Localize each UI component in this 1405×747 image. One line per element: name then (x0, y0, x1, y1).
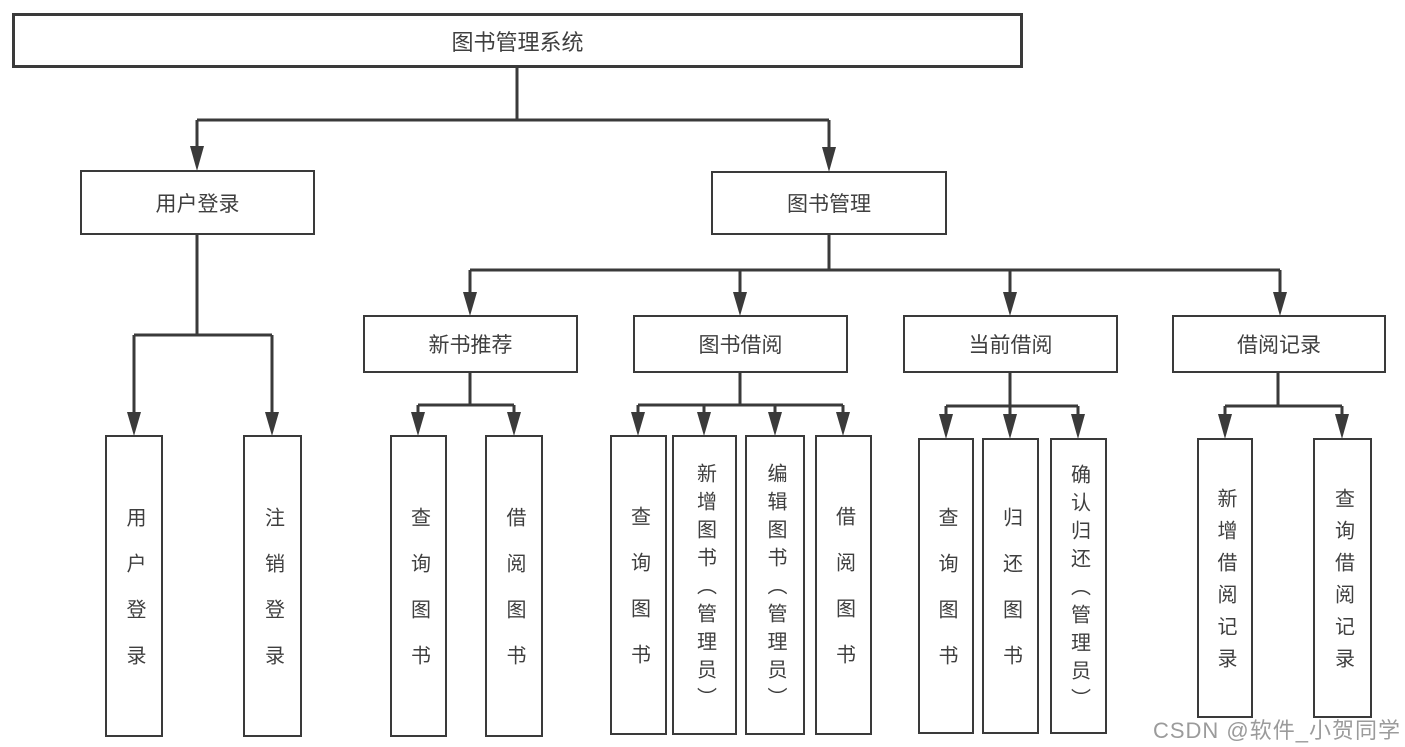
node-label: 当前借阅 (968, 334, 1053, 357)
node-new-book-recommend: 新书推荐 (363, 315, 578, 373)
arrowhead (1003, 292, 1017, 316)
node-leaf-borrowing-borrow-books: 借阅图书 (815, 435, 872, 735)
arrowhead (768, 412, 782, 436)
watermark: CSDN @软件_小贺同学 (1152, 718, 1401, 743)
connector-current-borrowing-children (939, 373, 1085, 439)
node-borrowing-records: 借阅记录 (1172, 315, 1386, 373)
connector-borrowing-records-children (1218, 373, 1349, 439)
node-leaf-user-login: 用户登录 (105, 435, 163, 737)
arrowhead (190, 146, 204, 171)
arrowhead (822, 147, 836, 172)
node-label: 借阅图书 (832, 506, 855, 690)
node-label: 确认归还（管理员） (1067, 464, 1090, 716)
connector-new-book-recommend-children (411, 373, 521, 436)
node-leaf-edit-books-admin: 编辑图书（管理员） (745, 435, 805, 735)
arrowhead (1335, 414, 1349, 439)
node-leaf-recommend-query-books: 查询图书 (390, 435, 447, 737)
connector-book-management-children (463, 235, 1287, 316)
node-label: 新增借阅记录 (1214, 488, 1236, 680)
node-label: 查询借阅记录 (1331, 488, 1354, 680)
arrowhead (411, 412, 425, 436)
arrowhead (127, 412, 141, 436)
node-label: 新增图书（管理员） (693, 463, 716, 715)
arrowhead (697, 412, 711, 436)
node-leaf-logout: 注销登录 (243, 435, 302, 737)
node-label: 借阅记录 (1237, 334, 1321, 357)
arrowhead (507, 412, 521, 436)
node-label: 查询图书 (627, 506, 650, 690)
connector-root-to-level2 (190, 68, 836, 172)
node-book-management: 图书管理 (711, 171, 947, 235)
node-label: 图书管理 (787, 193, 871, 216)
node-label: 用户登录 (155, 192, 240, 216)
node-leaf-return-books: 归还图书 (982, 438, 1039, 734)
node-leaf-current-query-books: 查询图书 (918, 438, 974, 734)
arrowhead (836, 412, 850, 436)
connector-book-borrowing-children (631, 373, 850, 436)
node-label: 借阅图书 (503, 507, 525, 691)
arrowhead (1071, 414, 1085, 439)
node-leaf-confirm-return-admin: 确认归还（管理员） (1050, 438, 1107, 734)
arrowhead (1003, 414, 1017, 439)
node-label: 归还图书 (999, 507, 1022, 691)
node-label: 图书借阅 (698, 334, 783, 357)
arrowhead (1218, 414, 1232, 439)
node-label: 查询图书 (407, 507, 430, 691)
node-leaf-query-borrow-record: 查询借阅记录 (1313, 438, 1372, 718)
node-label: 注销登录 (261, 507, 284, 691)
arrowhead (265, 412, 279, 436)
arrowhead (631, 412, 645, 436)
node-user-login: 用户登录 (80, 170, 315, 235)
connector-user-login-children (127, 235, 279, 436)
arrowhead (463, 292, 477, 316)
arrowhead (939, 414, 953, 439)
arrowhead (1273, 292, 1287, 316)
node-label: 用户登录 (123, 507, 145, 691)
node-label: 图书管理系统 (451, 29, 584, 55)
node-label: 编辑图书（管理员） (764, 463, 786, 715)
node-leaf-recommend-borrow-books: 借阅图书 (485, 435, 543, 737)
node-leaf-borrowing-query-books: 查询图书 (610, 435, 667, 735)
arrowhead (733, 292, 747, 316)
node-current-borrowing: 当前借阅 (903, 315, 1118, 373)
node-label: 新书推荐 (428, 334, 513, 357)
node-leaf-add-borrow-record: 新增借阅记录 (1197, 438, 1253, 718)
node-leaf-add-books-admin: 新增图书（管理员） (672, 435, 737, 735)
node-library-management-system: 图书管理系统 (12, 13, 1023, 68)
node-label: 查询图书 (935, 507, 957, 691)
node-book-borrowing: 图书借阅 (633, 315, 848, 373)
